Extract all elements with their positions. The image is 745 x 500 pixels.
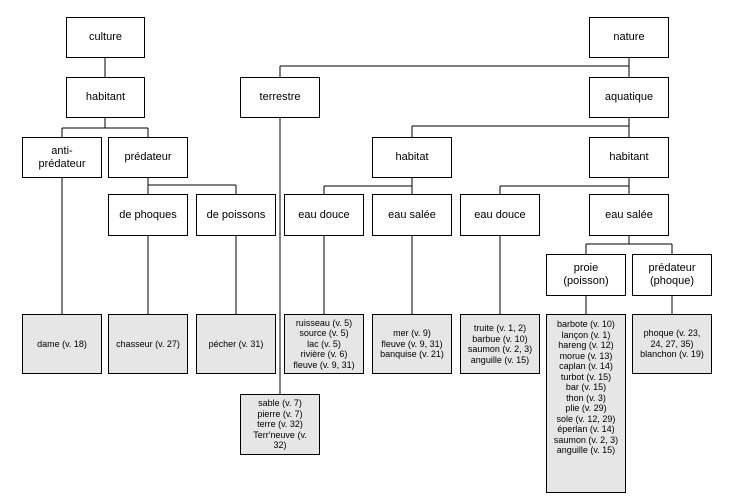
node-eau-douce-habitat: eau douce	[284, 194, 364, 236]
node-predateur-phoque: prédateur (phoque)	[632, 254, 712, 296]
node-culture: culture	[66, 17, 145, 58]
node-proie-poisson: proie (poisson)	[546, 254, 626, 296]
leaf-terrestre-list: sable (v. 7) pierre (v. 7) terre (v. 32)…	[240, 394, 320, 455]
leaf-predateur-phoque-list: phoque (v. 23, 24, 27, 35) blanchon (v. …	[632, 314, 712, 374]
leaf-eau-douce-habitat-list: ruisseau (v. 5) source (v. 5) lac (v. 5)…	[284, 314, 364, 374]
leaf-pecher: pécher (v. 31)	[196, 314, 276, 374]
node-anti-predateur: anti- prédateur	[22, 137, 102, 178]
leaf-eau-salee-habitat-list: mer (v. 9) fleuve (v. 9, 31) banquise (v…	[372, 314, 452, 374]
node-predateur: prédateur	[108, 137, 188, 178]
node-eau-salee-habitant: eau salée	[589, 194, 669, 236]
leaf-proie-list: barbote (v. 10) lançon (v. 1) hareng (v.…	[546, 314, 626, 493]
leaf-eau-douce-habitant-list: truite (v. 1, 2) barbue (v. 10) saumon (…	[460, 314, 540, 374]
node-terrestre: terrestre	[240, 77, 320, 118]
node-aquatique: aquatique	[589, 77, 669, 118]
node-eau-salee-habitat: eau salée	[372, 194, 452, 236]
node-habitant-culture: habitant	[66, 77, 145, 118]
node-de-poissons: de poissons	[196, 194, 276, 236]
node-de-phoques: de phoques	[108, 194, 188, 236]
node-nature: nature	[589, 17, 669, 58]
node-eau-douce-habitant: eau douce	[460, 194, 540, 236]
node-habitat: habitat	[372, 137, 452, 178]
leaf-chasseur: chasseur (v. 27)	[108, 314, 188, 374]
leaf-dame: dame (v. 18)	[22, 314, 102, 374]
node-habitant-aquatique: habitant	[589, 137, 669, 178]
